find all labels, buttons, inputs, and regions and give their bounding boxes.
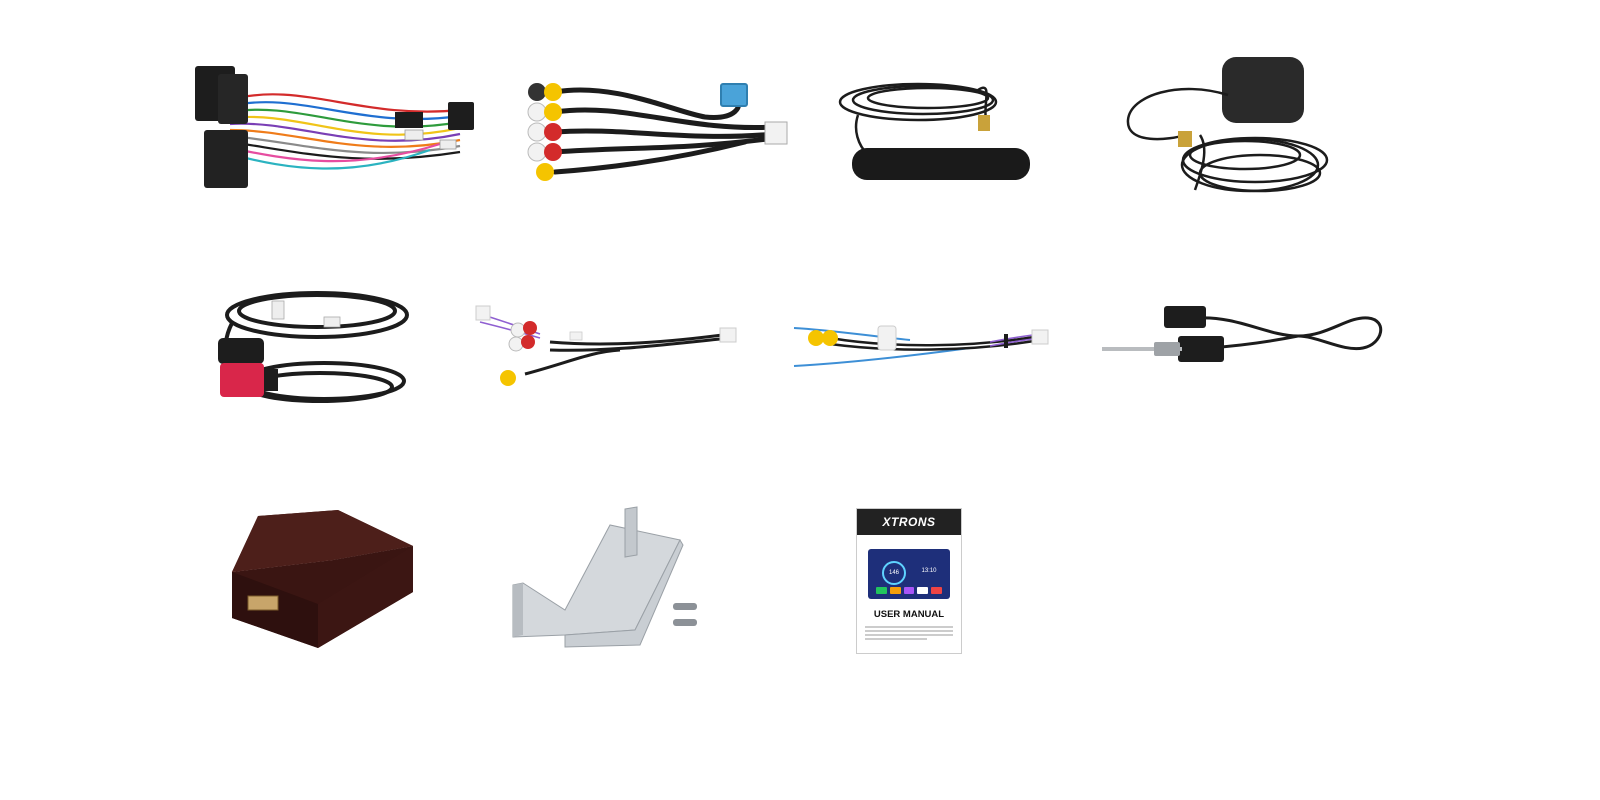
wiring-harness	[190, 60, 480, 195]
manual-screen-left-gauge: 146	[882, 561, 906, 585]
radio-antenna	[838, 70, 1038, 190]
mounting-brackets	[505, 505, 705, 655]
user-manual: XTRONS 146 13:10 USER MANUAL	[857, 509, 961, 653]
manual-screen-clock: 13:10	[921, 568, 937, 574]
manual-screen-app-row	[876, 587, 942, 594]
manual-screen-image: 146 13:10	[868, 549, 950, 599]
reverse-camera-cable	[790, 318, 1055, 378]
manual-title: USER MANUAL	[873, 609, 945, 620]
rca-audio-cable	[470, 302, 745, 397]
manual-fine-print	[865, 626, 953, 640]
canbus-box	[228, 508, 418, 656]
gps-antenna	[1120, 55, 1330, 205]
manual-brand-logo: XTRONS	[857, 509, 961, 535]
rca-video-cable	[515, 72, 795, 187]
antenna-adapter	[1098, 306, 1383, 371]
usb-cable	[212, 283, 412, 418]
